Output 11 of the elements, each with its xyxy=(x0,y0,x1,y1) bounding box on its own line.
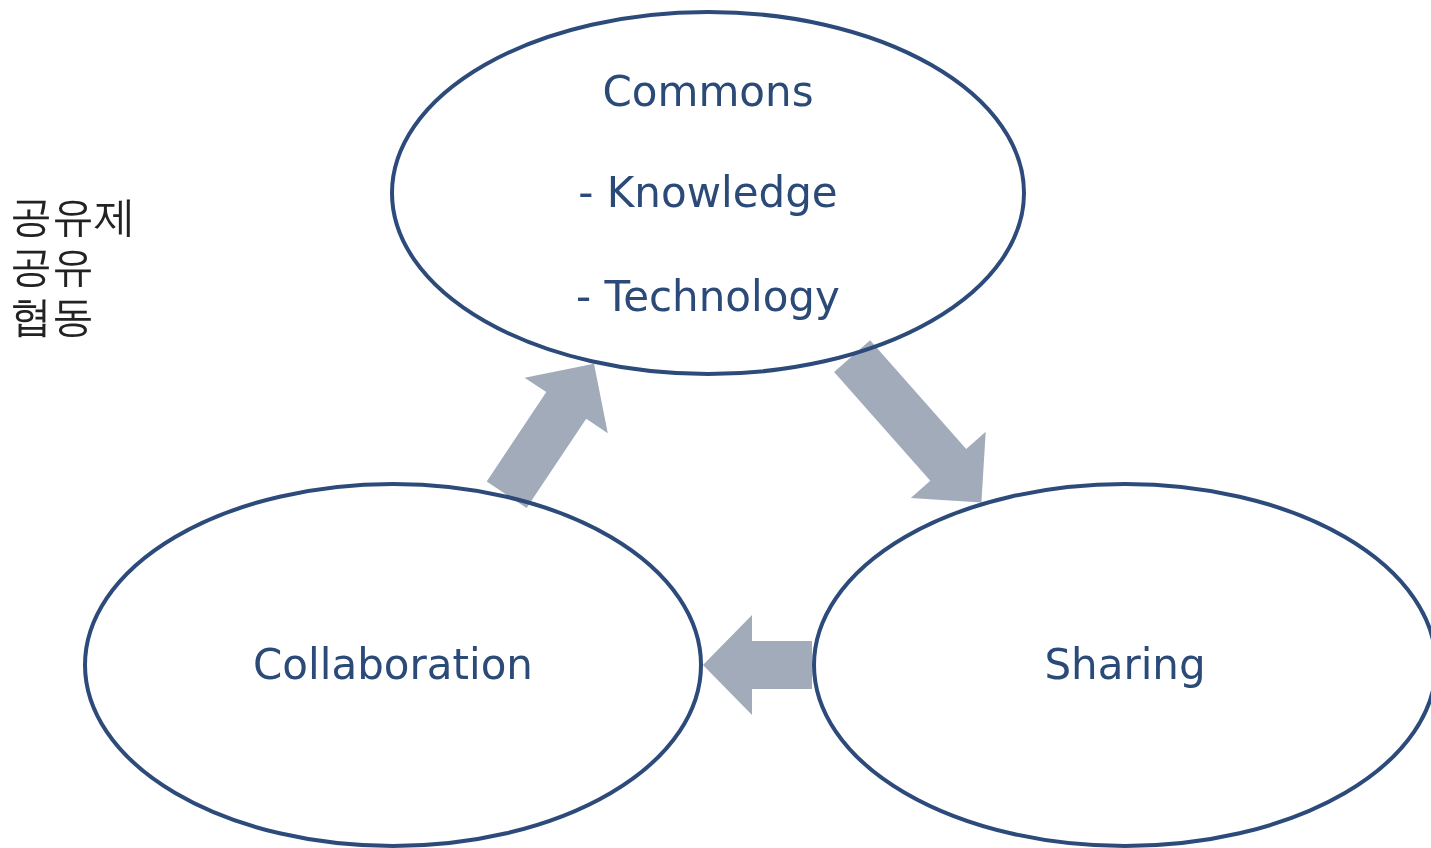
node-heading: Commons xyxy=(602,66,814,118)
node-label: Collaboration xyxy=(253,639,533,691)
side-label: 공유제 xyxy=(10,192,136,241)
block-arrow xyxy=(703,615,812,715)
side-label: 협동 xyxy=(10,292,94,341)
side-label: 공유 xyxy=(10,242,94,291)
block-arrow xyxy=(834,340,986,503)
list-item: - Technology xyxy=(576,271,840,323)
block-arrow xyxy=(486,363,608,509)
list-item: - Knowledge xyxy=(578,167,838,219)
node-label: Sharing xyxy=(1044,639,1206,691)
